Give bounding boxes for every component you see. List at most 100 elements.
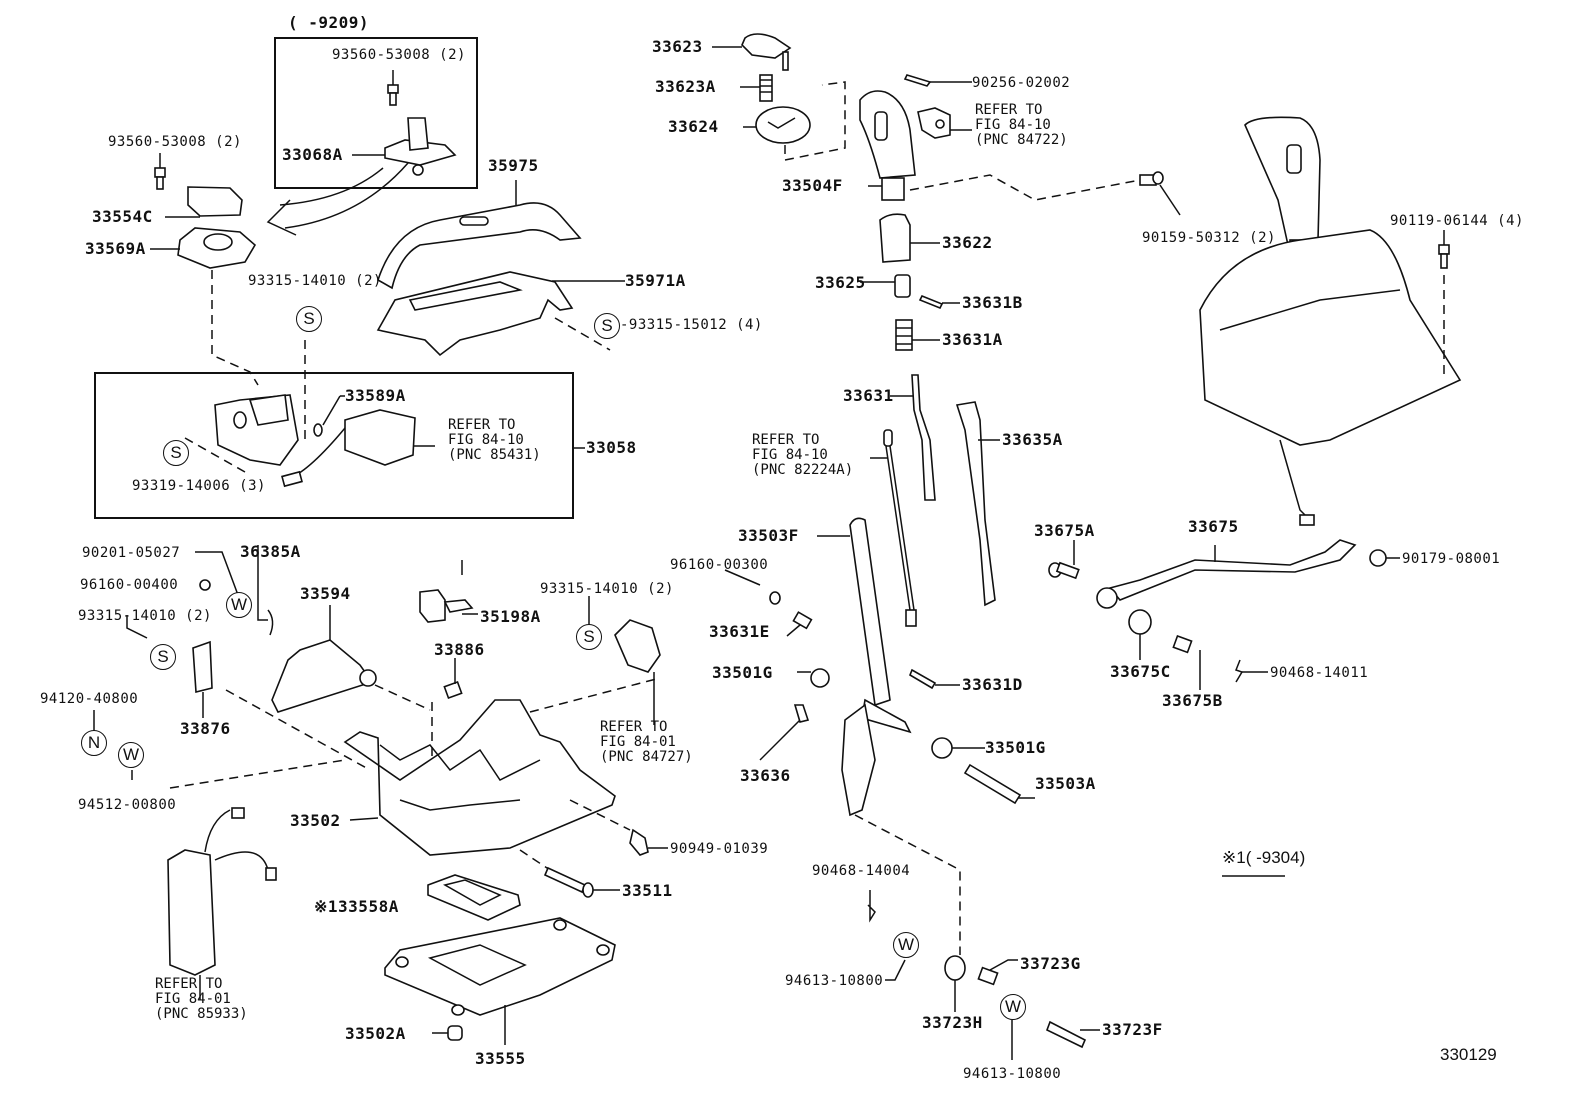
cover-33555 — [384, 917, 616, 1045]
part-label[interactable]: 33555 — [475, 1049, 526, 1068]
part-label[interactable]: 33502A — [345, 1024, 406, 1043]
part-label[interactable]: 33631B — [962, 293, 1023, 312]
pin-33675A — [1048, 540, 1080, 580]
refer-line: (PNC 84722) — [975, 132, 1068, 148]
part-label[interactable]: 33622 — [942, 233, 993, 252]
part-label[interactable]: 33723H — [922, 1013, 983, 1032]
part-label[interactable]: 90468-14011 — [1270, 665, 1369, 681]
refer-line: FIG 84-10 — [975, 117, 1051, 133]
symbol-s-icon: S — [150, 644, 176, 670]
part-label[interactable]: 33723F — [1102, 1020, 1163, 1039]
part-label[interactable]: 90256-02002 — [972, 75, 1071, 91]
spring-33623A — [740, 74, 773, 102]
part-label[interactable]: 33068A — [282, 145, 343, 164]
bolt-90119 — [1438, 230, 1450, 380]
part-label[interactable]: 94512-00800 — [78, 797, 177, 813]
part-label[interactable]: 33886 — [434, 640, 485, 659]
refer-line: (PNC 84727) — [600, 749, 693, 765]
part-label[interactable]: 33635A — [1002, 430, 1063, 449]
bushing-33501G-b — [931, 737, 985, 759]
part-label[interactable]: 93315-14010 (2) — [248, 273, 382, 289]
part-label[interactable]: 96160-00400 — [80, 577, 179, 593]
part-label[interactable]: 90119-06144 (4) — [1390, 213, 1524, 229]
part-label[interactable]: 94613-10800 — [785, 973, 884, 989]
part-label[interactable]: 93560-53008 (2) — [108, 134, 242, 150]
part-label[interactable]: 93560-53008 (2) — [332, 47, 466, 63]
title-note: ( -9209) — [288, 13, 370, 32]
part-label[interactable]: 93315-14010 (2) — [78, 608, 212, 624]
part-33554C — [165, 186, 243, 218]
part-label[interactable]: 90468-14004 — [812, 863, 911, 879]
part-label[interactable]: 33675 — [1188, 517, 1239, 536]
part-label[interactable]: 35975 — [488, 156, 539, 175]
part-label[interactable]: 33501G — [712, 663, 773, 682]
part-label[interactable]: 35198A — [480, 607, 541, 626]
part-label[interactable]: 33594 — [300, 584, 351, 603]
part-label[interactable]: 33569A — [85, 239, 146, 258]
part-label[interactable]: 33675B — [1162, 691, 1223, 710]
part-label[interactable]: 33723G — [1020, 954, 1081, 973]
plate-33594 — [271, 605, 377, 713]
collar-33675B — [1172, 634, 1201, 690]
part-label[interactable]: 33675A — [1034, 521, 1095, 540]
part-label[interactable]: 33503F — [738, 526, 799, 545]
part-label[interactable]: 33503A — [1035, 774, 1096, 793]
inset-box-33058 — [94, 372, 574, 519]
part-label[interactable]: 93319-14006 (3) — [132, 478, 266, 494]
symbol-w-icon: W — [118, 742, 144, 768]
refer-line: (PNC 85431) — [448, 447, 541, 463]
part-33569A — [150, 227, 257, 269]
part-label[interactable]: 33625 — [815, 273, 866, 292]
part-label[interactable]: 96160-00300 — [670, 557, 769, 573]
part-label[interactable]: 94613-10800 — [963, 1066, 1062, 1082]
part-label[interactable]: -93315-15012 (4) — [620, 317, 763, 333]
part-label[interactable]: 33554C — [92, 207, 153, 226]
screw-90159 — [1139, 171, 1181, 216]
part-label[interactable]: 33631D — [962, 675, 1023, 694]
part-label[interactable]: 94120-40800 — [40, 691, 139, 707]
part-label[interactable]: 90159-50312 (2) — [1142, 230, 1276, 246]
collar-33625 — [860, 274, 911, 298]
part-label[interactable]: 33623 — [652, 37, 703, 56]
part-label[interactable]: 33504F — [782, 176, 843, 195]
shift-knob-33504F — [859, 90, 916, 201]
symbol-w-icon: W — [1000, 994, 1026, 1020]
grommet-33502A — [432, 1025, 463, 1041]
part-label[interactable]: 36385A — [240, 542, 301, 561]
part-label[interactable]: 90949-01039 — [670, 841, 769, 857]
part-label[interactable]: 35971A — [625, 271, 686, 290]
part-label[interactable]: 90179-08001 — [1402, 551, 1501, 567]
part-label[interactable]: 33624 — [668, 117, 719, 136]
bushing-33675C — [1128, 609, 1152, 660]
symbol-w-icon: W — [226, 592, 252, 618]
switch-84722 — [917, 107, 972, 139]
clip-96160-00400 — [199, 579, 211, 591]
part-label[interactable]: 33501G — [985, 738, 1046, 757]
part-label[interactable]: 33058 — [586, 438, 637, 457]
part-label[interactable]: 93315-14010 (2) — [540, 581, 674, 597]
part-label[interactable]: 33876 — [180, 719, 231, 738]
bolt-icon — [154, 153, 166, 190]
sensor-84727 — [588, 596, 661, 725]
refer-line: REFER TO — [448, 417, 516, 433]
symbol-n-icon: N — [81, 730, 107, 756]
part-label[interactable]: 33502 — [290, 811, 341, 830]
symbol-w-icon: W — [893, 932, 919, 958]
part-label[interactable]: 33589A — [345, 386, 406, 405]
part-label[interactable]: 33675C — [1110, 662, 1171, 681]
symbol-s-icon: S — [163, 440, 189, 466]
part-label[interactable]: 33631E — [709, 622, 770, 641]
refer-line: (PNC 82224A) — [752, 462, 854, 478]
part-label[interactable]: 33631 — [843, 386, 894, 405]
part-label[interactable]: ※133558A — [314, 897, 399, 916]
part-label[interactable]: 33631A — [942, 330, 1003, 349]
part-label[interactable]: 33511 — [622, 881, 673, 900]
part-label[interactable]: 90201-05027 — [82, 545, 181, 561]
part-label[interactable]: 33636 — [740, 766, 791, 785]
plate-33635A — [955, 401, 1000, 607]
part-label[interactable]: 33623A — [655, 77, 716, 96]
